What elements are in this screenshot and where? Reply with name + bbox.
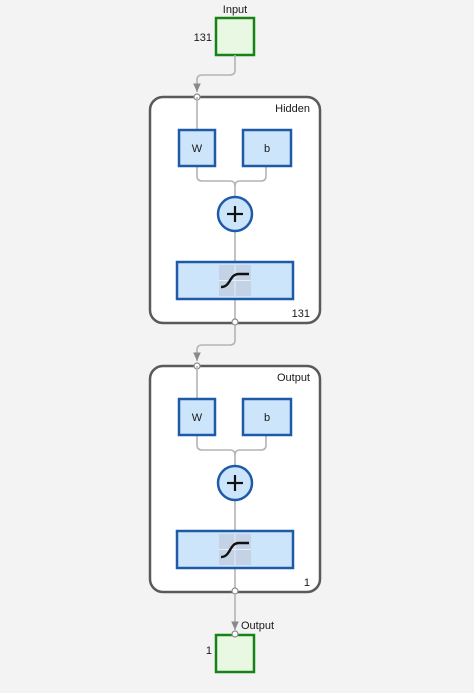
wire-hidden-to-output [193, 325, 236, 361]
output-sum-node[interactable] [216, 464, 254, 502]
hidden-weight-label: W [192, 143, 203, 155]
input-size: 131 [194, 32, 212, 44]
output-internal-wires [196, 366, 267, 590]
hidden-weight-box[interactable] [177, 128, 217, 168]
output-weight-box[interactable] [177, 397, 217, 437]
output-block-port [231, 630, 239, 638]
output-layer-output-port [231, 587, 239, 595]
output-box[interactable] [214, 633, 256, 674]
output-transfer-function[interactable] [175, 529, 295, 570]
hidden-output-port [231, 318, 239, 326]
plus-icon [227, 206, 243, 222]
hidden-transfer-function[interactable] [175, 260, 295, 301]
tansig-icon [219, 265, 251, 296]
hidden-sum-node[interactable] [216, 195, 254, 233]
output-bias-label: b [264, 412, 270, 424]
output-bias-box[interactable] [241, 397, 293, 437]
input-block[interactable]: Input 131 [194, 4, 256, 57]
output-size: 1 [206, 645, 212, 657]
output-weight-label: W [192, 412, 203, 424]
hidden-layer-title: Hidden [275, 103, 310, 115]
hidden-bias-box[interactable] [241, 128, 293, 168]
output-layer-size: 1 [304, 577, 310, 589]
wire-input-to-hidden [193, 55, 236, 92]
hidden-bias-label: b [264, 143, 270, 155]
input-label: Input [223, 4, 247, 16]
hidden-layer-size: 131 [292, 308, 310, 320]
hidden-layer[interactable]: Hidden W b [148, 93, 322, 326]
purelin-icon [219, 534, 251, 565]
input-box[interactable] [214, 16, 256, 57]
hidden-internal-wires [196, 97, 267, 321]
plus-icon [227, 475, 243, 491]
output-block[interactable]: Output 1 [206, 620, 274, 674]
output-layer[interactable]: Output W b [148, 362, 322, 595]
output-layer-title: Output [277, 372, 310, 384]
output-label: Output [241, 620, 274, 632]
